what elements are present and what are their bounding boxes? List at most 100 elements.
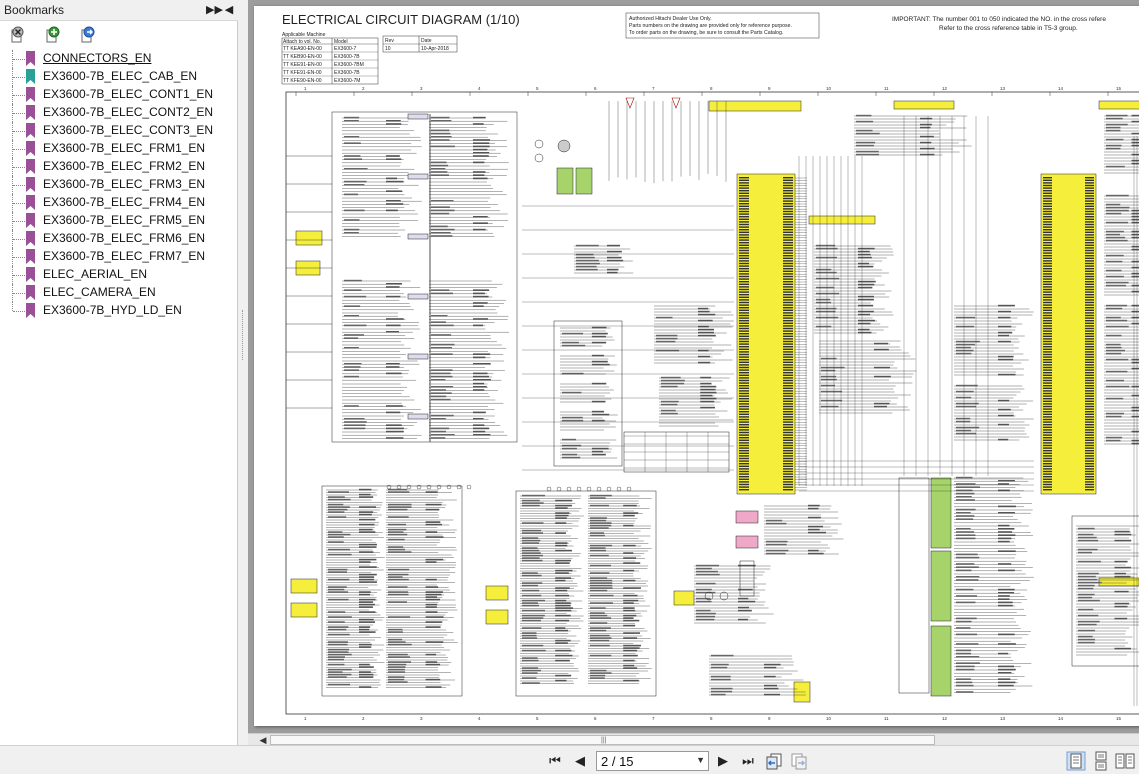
scroll-left-icon[interactable]: ◀ xyxy=(259,735,267,745)
wire-label xyxy=(328,611,346,613)
double-chevron-right-icon[interactable]: ▶▶ xyxy=(206,4,223,16)
wire-label xyxy=(555,542,568,544)
wire-label xyxy=(816,325,832,328)
wire-label xyxy=(386,331,399,333)
wire-label xyxy=(359,576,375,578)
wire-label xyxy=(555,587,570,589)
tree-connector xyxy=(12,230,28,248)
wire-label xyxy=(956,405,976,408)
horizontal-scrollbar[interactable]: ◀ ||| xyxy=(248,733,1139,745)
pin-label xyxy=(1043,257,1052,259)
wire-label xyxy=(998,331,1013,334)
wire-label xyxy=(425,606,437,608)
bookmark-item[interactable]: EX3600-7B_ELEC_FRM5_EN xyxy=(8,212,236,230)
page-number-input[interactable]: 2 / 15 xyxy=(601,754,634,769)
bookmark-item[interactable]: EX3600-7B_HYD_LD_EN xyxy=(8,302,236,320)
pin-label xyxy=(1085,379,1094,382)
wire-label xyxy=(344,334,364,336)
add-child-bookmark-icon[interactable] xyxy=(79,26,97,44)
wire-label xyxy=(700,397,717,400)
bookmark-item[interactable]: EX3600-7B_ELEC_FRM6_EN xyxy=(8,230,236,248)
pin-label xyxy=(1043,307,1052,309)
wire-label xyxy=(1131,212,1139,215)
wire-label xyxy=(956,417,971,420)
wire-label xyxy=(590,549,607,552)
wire-label xyxy=(590,587,613,589)
bookmarks-title: Bookmarks xyxy=(4,3,65,17)
wire-label xyxy=(425,621,443,623)
wire-label xyxy=(956,489,973,492)
wire-label xyxy=(920,147,935,150)
bookmark-item[interactable]: EX3600-7B_ELEC_FRM3_EN xyxy=(8,176,236,194)
pin-label xyxy=(783,465,793,467)
pin-label xyxy=(739,452,749,454)
pin-label xyxy=(739,192,749,194)
tree-connector xyxy=(12,140,28,158)
next-page-icon[interactable]: ▶ xyxy=(718,753,728,768)
panel-splitter[interactable] xyxy=(239,0,247,745)
document-viewport[interactable]: ELECTRICAL CIRCUIT DIAGRAM (1/10) Applic… xyxy=(248,0,1139,733)
pin-label xyxy=(1043,390,1052,392)
bookmark-item[interactable]: EX3600-7B_ELEC_CONT2_EN xyxy=(8,104,236,122)
wire-label xyxy=(431,235,453,237)
pin-label xyxy=(783,182,793,184)
next-view-icon[interactable] xyxy=(789,751,809,771)
wire-label xyxy=(856,114,872,117)
bookmark-item[interactable]: EX3600-7B_ELEC_FRM1_EN xyxy=(8,140,236,158)
wire-label xyxy=(344,337,359,339)
bookmark-item[interactable]: EX3600-7B_ELEC_CONT3_EN xyxy=(8,122,236,140)
wire-label xyxy=(623,504,637,507)
previous-view-icon[interactable] xyxy=(764,751,784,771)
wire-label xyxy=(386,295,401,298)
bookmark-item[interactable]: ELEC_CAMERA_EN xyxy=(8,284,236,302)
bookmark-item[interactable]: EX3600-7B_ELEC_CAB_EN xyxy=(8,68,236,86)
pin-label xyxy=(1085,403,1094,405)
wire-label xyxy=(359,528,373,531)
triangle-left-icon[interactable]: ◀ xyxy=(224,4,234,16)
pin-label xyxy=(1085,411,1094,413)
pin-label xyxy=(1085,226,1094,228)
pin-label xyxy=(783,426,793,428)
delete-bookmark-icon[interactable] xyxy=(9,26,27,44)
pin-label xyxy=(739,379,749,382)
bookmark-item[interactable]: ELEC_AERIAL_EN xyxy=(8,266,236,284)
add-bookmark-icon[interactable] xyxy=(44,26,62,44)
wire-label xyxy=(1131,316,1139,319)
wire-label xyxy=(431,120,452,122)
wire-label xyxy=(1131,132,1139,135)
component-box xyxy=(1071,515,1139,667)
bookmark-item[interactable]: CONNECTORS_EN xyxy=(8,50,236,68)
terminal-icon xyxy=(546,486,552,492)
pin-label xyxy=(1043,268,1052,270)
scrollbar-thumb[interactable]: ||| xyxy=(270,735,935,745)
chevron-down-icon[interactable]: ▼ xyxy=(696,755,705,765)
wire-label xyxy=(425,686,442,688)
bookmark-item[interactable]: EX3600-7B_ELEC_CONT1_EN xyxy=(8,86,236,104)
previous-page-icon[interactable]: ◀ xyxy=(575,753,585,768)
first-page-icon[interactable]: ⏮ xyxy=(549,753,561,768)
wire-label xyxy=(1106,138,1124,141)
two-page-icon[interactable] xyxy=(1115,751,1135,771)
pin-label xyxy=(783,216,793,218)
bookmark-item[interactable]: EX3600-7B_ELEC_FRM7_EN xyxy=(8,248,236,266)
bookmark-item[interactable]: EX3600-7B_ELEC_FRM4_EN xyxy=(8,194,236,212)
wire-bundle xyxy=(588,494,652,684)
bookmark-item[interactable]: EX3600-7B_ELEC_FRM2_EN xyxy=(8,158,236,176)
wire-label xyxy=(623,602,634,604)
bookmark-label: EX3600-7B_ELEC_CAB_EN xyxy=(43,69,198,83)
single-page-icon[interactable] xyxy=(1066,751,1086,771)
pin-label xyxy=(1085,390,1094,392)
pin-label xyxy=(739,387,749,389)
wire-label xyxy=(388,573,409,576)
last-page-icon[interactable]: ⏭ xyxy=(742,753,754,768)
continuous-icon[interactable] xyxy=(1091,751,1111,771)
wire-label xyxy=(998,423,1009,426)
wire-label xyxy=(328,683,351,686)
wire-label xyxy=(700,394,713,397)
pin-label xyxy=(1043,431,1052,434)
page-number-select[interactable]: 2 / 15 ▼ xyxy=(596,751,709,771)
wire-label xyxy=(1078,620,1100,623)
wire-label xyxy=(473,174,485,176)
grid-number: 11 xyxy=(884,86,889,91)
wire-label xyxy=(623,619,640,622)
